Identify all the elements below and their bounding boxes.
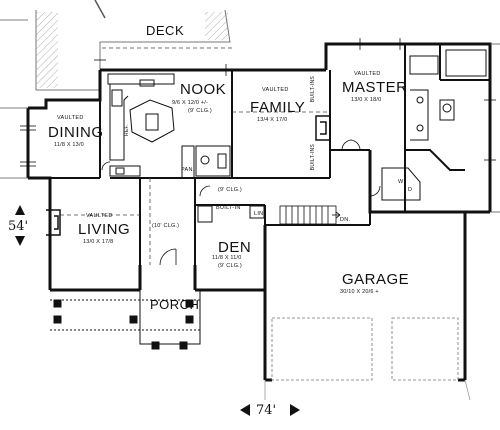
windows [20, 38, 496, 167]
stairs-down-note: DN. [340, 217, 351, 223]
master-vaulted-tag: VAULTED [354, 71, 381, 77]
dimension-arrows [15, 205, 300, 416]
master-label: MASTER [342, 79, 408, 96]
den-built-ins [197, 205, 265, 223]
living-label: LIVING [78, 221, 131, 238]
utility-room [381, 167, 421, 201]
hall-ceiling-note: (9' CLG.) [218, 187, 242, 193]
property-lines [0, 19, 500, 213]
built-ins-bottom-note: BUILT-INS [310, 144, 316, 171]
garage-label: GARAGE [342, 271, 410, 288]
kitchen-fixtures [107, 73, 195, 179]
powder-room [195, 145, 231, 177]
ref-note: REF. [124, 124, 130, 137]
pantry-note: PAN. [181, 167, 195, 173]
washer-note: W [398, 179, 404, 185]
deck-area [35, 0, 231, 91]
family-label: FAMILY [250, 99, 306, 116]
dining-dims: 11/8 X 13/0 [54, 142, 84, 148]
garage-dims: 30/10 X 20/6 + [340, 289, 379, 295]
master-dims: 13/0 X 18/0 [351, 97, 382, 103]
nook-ceiling: (9' CLG.) [188, 108, 212, 114]
family-vaulted-tag: VAULTED [262, 87, 289, 93]
dining-vaulted-tag: VAULTED [57, 115, 84, 121]
built-ins-top-note: BUILT-INS [310, 76, 316, 103]
exterior-walls [26, 42, 492, 382]
garage-doors [271, 317, 459, 381]
living-vaulted-tag: VAULTED [86, 213, 113, 219]
nook-label: NOOK [180, 81, 227, 98]
den-dims: 11/8 X 11/0 [212, 255, 242, 261]
door-swings [101, 139, 381, 266]
dashed-lines [60, 47, 330, 265]
linen-note: LIN [254, 211, 264, 217]
fireplaces [46, 115, 331, 236]
porch [50, 290, 201, 350]
living-dims: 13/0 X 17/8 [83, 239, 114, 245]
stairs [279, 205, 341, 225]
master-bath-fixtures [409, 49, 487, 141]
built-in-note: BUILT-IN [216, 205, 241, 211]
dining-label: DINING [48, 124, 104, 141]
depth-dimension: 54' [8, 219, 29, 234]
den-label: DEN [218, 239, 252, 256]
entry-ceiling-note: (10' CLG.) [152, 223, 180, 229]
den-ceiling: (9' CLG.) [218, 263, 242, 269]
deck-label: DECK [146, 23, 185, 38]
dryer-note: D [408, 187, 413, 193]
nook-dims: 9/6 X 12/0 +/- [172, 100, 208, 106]
width-dimension: 74' [256, 403, 277, 418]
driveway [264, 379, 471, 401]
family-dims: 13/4 X 17/0 [257, 117, 288, 123]
porch-label: PORCH [150, 297, 200, 312]
